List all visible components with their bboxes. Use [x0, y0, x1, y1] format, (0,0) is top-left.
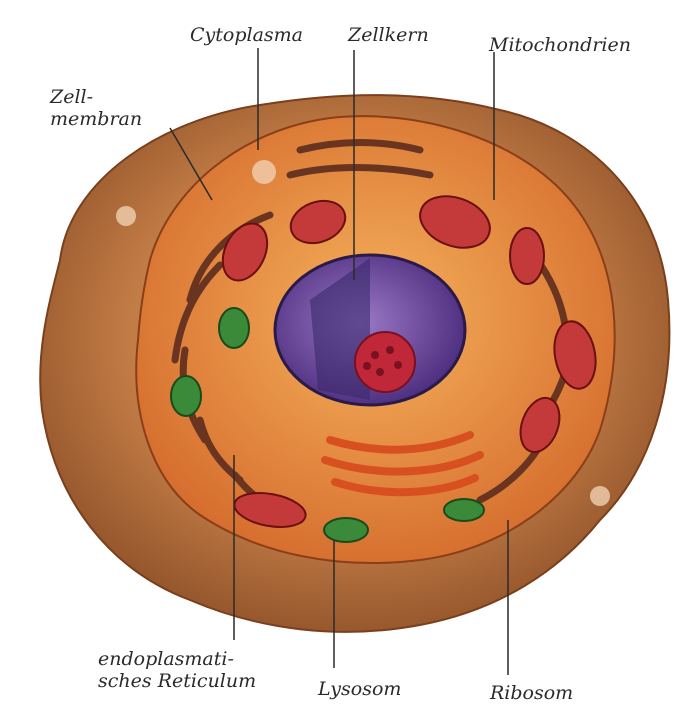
label-cytoplasma: Cytoplasma [190, 24, 303, 46]
label-ribosom: Ribosom [490, 682, 573, 704]
label-zellmembran-line2: membran [50, 108, 142, 130]
label-mitochondrien: Mitochondrien [489, 34, 631, 56]
label-er-line2: sches Reticulum [98, 670, 256, 692]
label-zellmembran: Zell- membran [50, 86, 142, 130]
label-er-line1: endoplasmati- [98, 648, 256, 670]
label-zellkern: Zellkern [348, 24, 429, 46]
nucleolus-shape [355, 332, 415, 392]
label-zellmembran-line1: Zell- [50, 86, 142, 108]
label-lysosom: Lysosom [318, 678, 401, 700]
label-er: endoplasmati- sches Reticulum [98, 648, 256, 692]
